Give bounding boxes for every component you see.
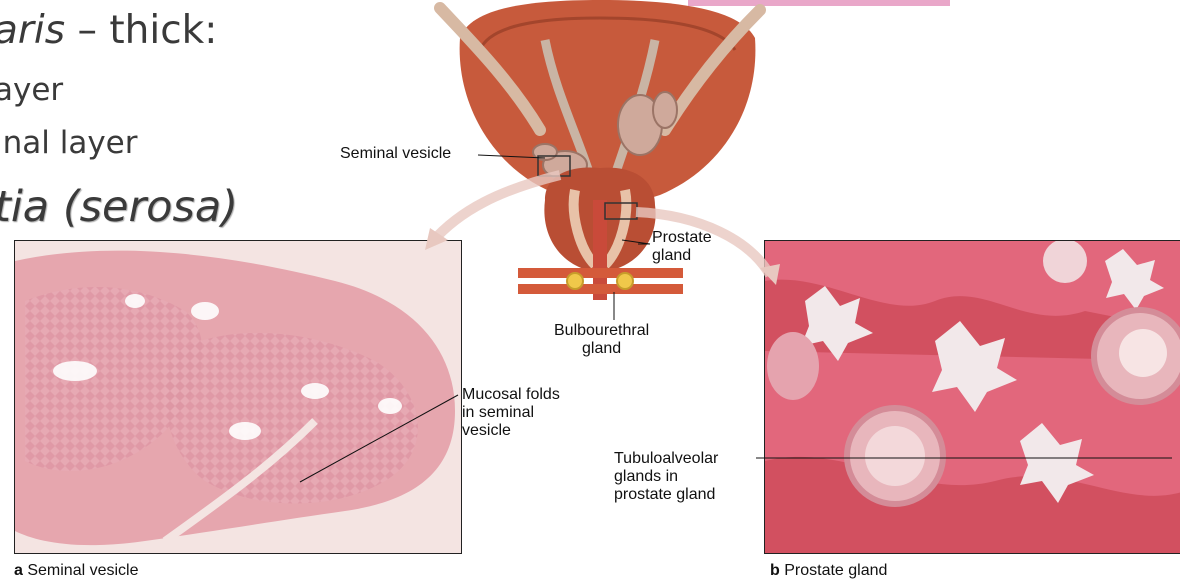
caption-b: b Prostate gland xyxy=(770,562,887,580)
label-bulbourethral-gland: Bulbourethral gland xyxy=(554,322,649,358)
caption-a: a Seminal vesicle xyxy=(14,562,139,580)
label-prostate-gland: Prostate gland xyxy=(652,229,712,265)
label-tubuloalveolar-glands: Tubuloalveolar glands in prostate gland xyxy=(614,450,718,504)
label-mucosal-folds: Mucosal folds in seminal vesicle xyxy=(462,386,560,440)
label-seminal-vesicle: Seminal vesicle xyxy=(340,145,451,163)
